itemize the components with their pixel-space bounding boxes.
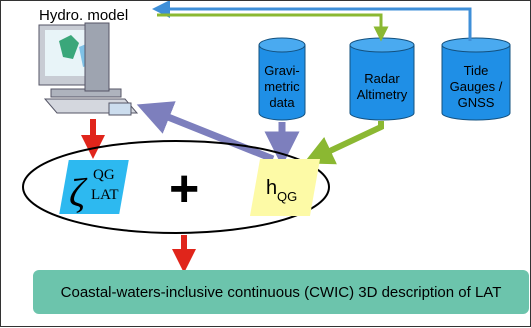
radar-label-line: Altimetry	[356, 87, 408, 102]
zeta-superscript: QG	[93, 167, 115, 183]
gravimetric-label: Gravi- metric data	[259, 63, 305, 111]
radar-altimetry-cylinder	[349, 37, 415, 121]
gravimetric-label-line: data	[269, 95, 295, 110]
combination-ellipse	[22, 140, 330, 234]
tide-to-model-arrow	[152, 1, 472, 41]
result-box: Coastal-waters-inclusive continuous (CWI…	[33, 270, 529, 314]
hydro-model-label: Hydro. model	[39, 7, 129, 24]
tide-label-line: Gauges /	[449, 79, 503, 94]
tide-label-line: GNSS	[457, 95, 495, 110]
zeta-symbol: ζ	[69, 170, 86, 215]
hqg-subscript: QG	[277, 189, 298, 204]
tide-gauges-cylinder	[441, 37, 511, 121]
tide-gauges-label: Tide Gauges / GNSS	[442, 63, 510, 111]
radar-altimetry-label: Radar Altimetry	[350, 71, 414, 103]
radar-label-line: Radar	[364, 71, 400, 86]
gravimetric-label-line: Gravi-	[264, 63, 300, 78]
plus-sign: +	[169, 160, 200, 218]
computer-icon	[38, 22, 139, 116]
gravimetric-cylinder	[258, 37, 306, 121]
zeta-subscript: LAT	[91, 187, 119, 203]
gravimetric-label-line: metric	[264, 79, 300, 94]
hqg-to-computer-arrow	[136, 101, 275, 163]
radar-to-hqg-arrow	[303, 121, 384, 165]
result-text: Coastal-waters-inclusive continuous (CWI…	[60, 283, 502, 301]
hqg-base: h	[266, 177, 278, 199]
tide-label-line: Tide	[463, 63, 489, 78]
hqg-box	[249, 159, 321, 216]
model-to-radar-arrow	[157, 13, 389, 42]
